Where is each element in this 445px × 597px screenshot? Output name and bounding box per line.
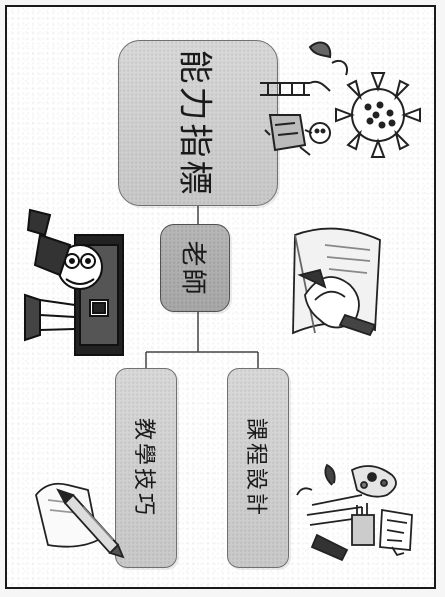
design-node-label: 課程設計: [243, 417, 269, 519]
teacher-node-label: 老師: [177, 239, 208, 297]
book-reading-icon: [292, 227, 381, 337]
pencil-paper-icon: [35, 482, 125, 559]
sun-gardener-icon: [260, 41, 421, 158]
art-supplies-icon: [296, 463, 413, 562]
teacher-at-desk-icon: [24, 208, 124, 356]
root-node: 能力指標: [118, 40, 278, 206]
skill-node-label: 教學技巧: [131, 417, 157, 519]
design-node: 課程設計: [227, 368, 289, 568]
teacher-node: 老師: [160, 224, 230, 312]
root-node-label: 能力指標: [174, 49, 215, 197]
skill-node: 教學技巧: [115, 368, 177, 568]
